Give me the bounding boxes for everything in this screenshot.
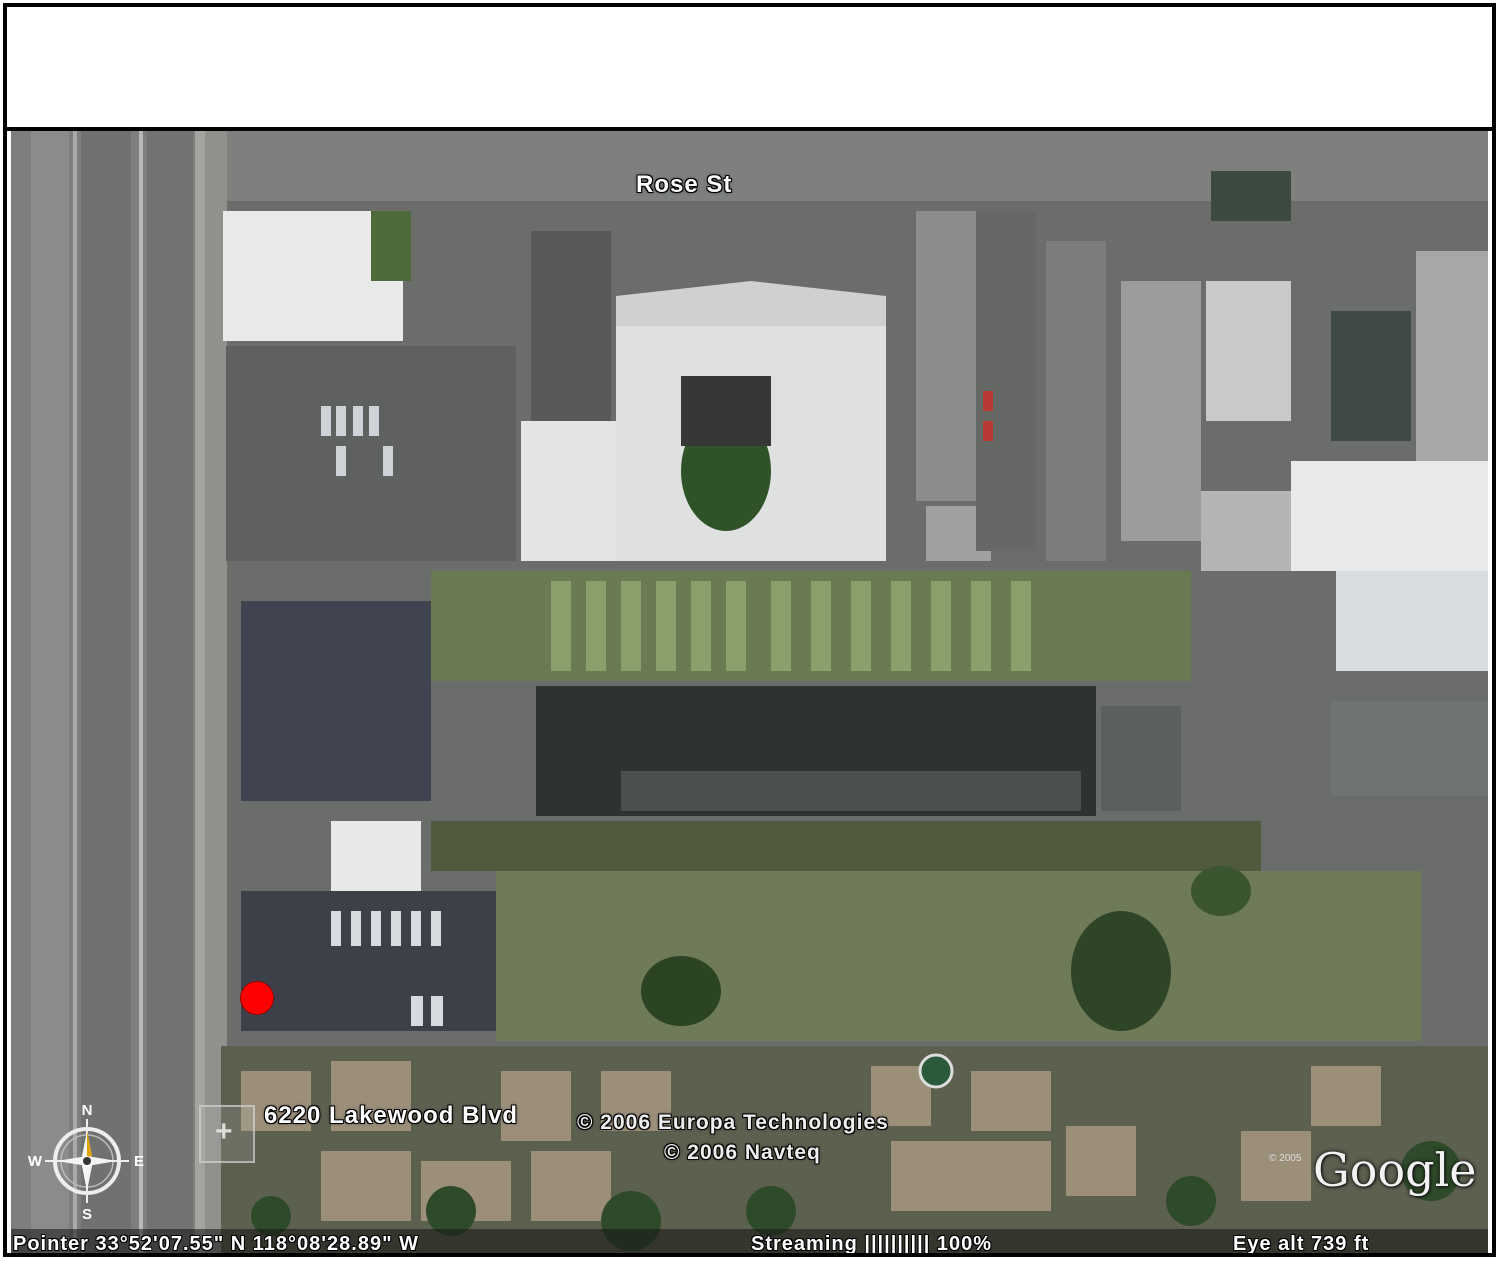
- zoom-control[interactable]: +: [199, 1105, 255, 1163]
- header-blank-panel: [7, 7, 1492, 131]
- compass-west: W: [28, 1153, 43, 1170]
- compass-south: S: [82, 1206, 92, 1221]
- google-logo: Google: [1313, 1143, 1477, 1197]
- compass-east: E: [134, 1153, 144, 1170]
- satellite-map-view[interactable]: Rose St 6220 Lakewood Blvd © 2006 Europa…: [11, 131, 1488, 1253]
- pointer-coordinates: Pointer 33°52'07.55" N 118°08'28.89" W: [13, 1233, 420, 1253]
- copyright-europa: © 2006 Europa Technologies: [577, 1111, 889, 1134]
- address-label: 6220 Lakewood Blvd: [264, 1102, 519, 1129]
- status-bar: [11, 1229, 1488, 1253]
- streaming-status: Streaming |||||||||| 100%: [751, 1233, 993, 1253]
- zoom-plus-icon[interactable]: +: [215, 1115, 233, 1148]
- location-marker[interactable]: [240, 981, 274, 1015]
- compass-rose-icon[interactable]: N S E W: [27, 1101, 147, 1221]
- eye-altitude: Eye alt 739 ft: [1233, 1233, 1370, 1253]
- figure-frame: Rose St 6220 Lakewood Blvd © 2006 Europa…: [3, 3, 1496, 1257]
- imagery-copyright-year: © 2005: [1269, 1153, 1302, 1164]
- street-label-rose-st: Rose St: [636, 171, 733, 198]
- satellite-imagery: [11, 131, 1488, 1253]
- copyright-navteq: © 2006 Navteq: [664, 1141, 821, 1164]
- compass-north: N: [82, 1102, 93, 1119]
